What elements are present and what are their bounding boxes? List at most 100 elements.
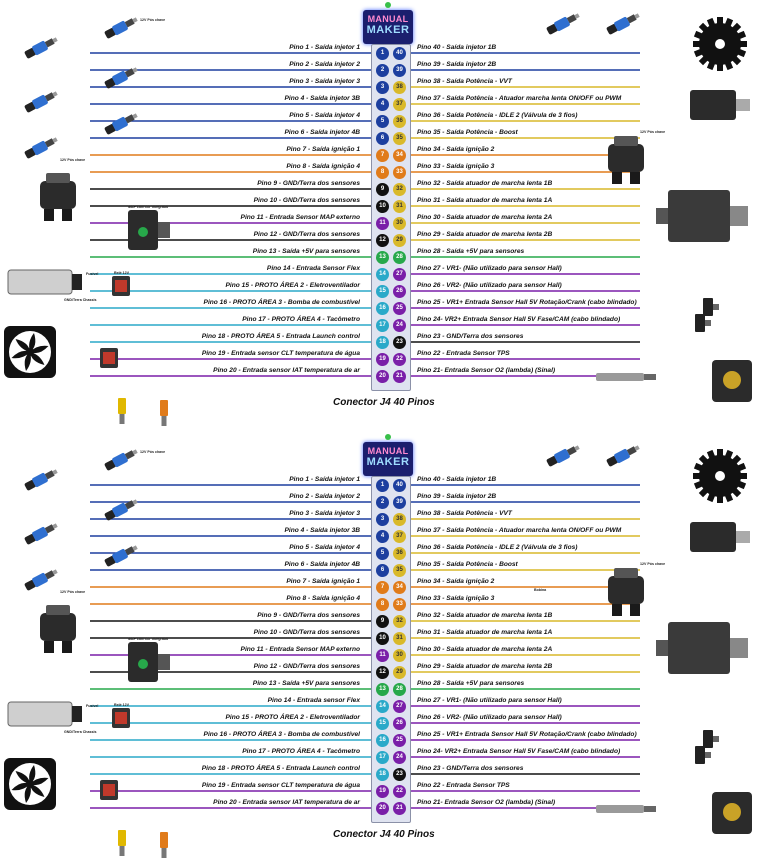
pin-label-12: Pino 12 - GND/Terra dos sensores bbox=[253, 231, 360, 238]
status-led-icon bbox=[385, 434, 391, 440]
note-injector: 12V Pós chave bbox=[140, 18, 166, 22]
connector-caption: Conector J4 40 Pinos bbox=[333, 397, 435, 408]
pin-10: 10 bbox=[376, 199, 389, 213]
pin-14: 14 bbox=[376, 267, 389, 281]
pin-9: 9 bbox=[376, 182, 389, 196]
fuel-injector-icon bbox=[546, 445, 580, 467]
pin-label-4: Pino 4 - Saída injetor 3B bbox=[284, 95, 360, 102]
pin-label-19: Pino 19 - Entrada sensor CLT temperatura… bbox=[201, 782, 360, 789]
pin-38: 38 bbox=[393, 80, 406, 94]
map-sensor-icon bbox=[128, 210, 170, 250]
pin-label-34: Pino 34 - Saída ignição 2 bbox=[417, 146, 495, 153]
pin-label-9: Pino 9 - GND/Terra dos sensores bbox=[257, 180, 360, 187]
pin-label-23: Pino 23 - GND/Terra dos sensores bbox=[417, 765, 524, 772]
pin-19: 19 bbox=[376, 352, 389, 366]
pin-3: 3 bbox=[376, 80, 389, 94]
tps-sensor-icon bbox=[712, 792, 752, 834]
pin-label-1: Pino 1 - Saída injetor 1 bbox=[289, 44, 360, 51]
pin-22: 22 bbox=[393, 784, 406, 798]
pin-label-29: Pino 29 - Saída atuador de marcha lenta … bbox=[417, 231, 553, 238]
note-pump-gnd: GND/Terra Chassis bbox=[64, 298, 97, 302]
pin-40: 40 bbox=[393, 46, 406, 60]
pin-label-21: Pino 21- Entrada Sensor O2 (lambda) (Sin… bbox=[417, 367, 556, 374]
pin-label-14: Pino 14 - Entrada Sensor Flex bbox=[266, 265, 360, 272]
pin-24: 24 bbox=[393, 318, 406, 332]
pin-18: 18 bbox=[376, 335, 389, 349]
pin-5: 5 bbox=[376, 114, 389, 128]
note-relay: Relé 12V bbox=[114, 703, 129, 707]
fuel-injector-icon bbox=[606, 13, 640, 35]
temperature-sensor-icon bbox=[160, 832, 168, 858]
pin-37: 37 bbox=[393, 97, 406, 111]
fuel-injector-icon bbox=[24, 137, 58, 159]
pin-16: 16 bbox=[376, 301, 389, 315]
pin-16: 16 bbox=[376, 733, 389, 747]
pin-label-37: Pino 37 - Saída Potência - Atuador march… bbox=[417, 527, 622, 534]
pin-24: 24 bbox=[393, 750, 406, 764]
pin-39: 39 bbox=[393, 495, 406, 509]
pin-label-17: Pino 17 - PROTO ÁREA 4 - Tacômetro bbox=[242, 316, 360, 323]
pin-label-32: Pino 32 - Saída atuador de marcha lenta … bbox=[417, 180, 553, 187]
relay-icon bbox=[100, 348, 118, 368]
pin-label-33: Pino 33 - Saída ignição 3 bbox=[417, 595, 495, 602]
connector-caption: Conector J4 40 Pinos bbox=[333, 829, 435, 840]
fuel-injector-icon bbox=[104, 499, 138, 521]
pin-label-11: Pino 11 - Entrada Sensor MAP externo bbox=[240, 646, 360, 653]
pin-label-18: Pino 18 - PROTO ÁREA 5 - Entrada Launch … bbox=[201, 765, 360, 772]
temperature-sensor-icon bbox=[118, 398, 126, 424]
pin-label-13: Pino 13 - Saída +5V para sensores bbox=[252, 248, 360, 255]
hall-sensor-icon bbox=[703, 730, 719, 748]
pin-29: 29 bbox=[393, 665, 406, 679]
pin-label-7: Pino 7 - Saída ignição 1 bbox=[286, 578, 360, 585]
note-pump-gnd: GND/Terra Chassis bbox=[64, 730, 97, 734]
pin-35: 35 bbox=[393, 563, 406, 577]
pin-40: 40 bbox=[393, 478, 406, 492]
note-fuse: Fusível bbox=[86, 272, 99, 276]
fuel-injector-icon bbox=[104, 17, 138, 39]
tps-sensor-icon bbox=[712, 360, 752, 402]
hall-sensor-icon bbox=[703, 298, 719, 316]
logo-line-2: MAKER bbox=[366, 24, 410, 36]
pin-23: 23 bbox=[393, 767, 406, 781]
pin-label-5: Pino 5 - Saída injetor 4 bbox=[289, 112, 360, 119]
pin-label-14: Pino 14 - Entrada sensor Flex bbox=[267, 697, 360, 704]
pin-33: 33 bbox=[393, 165, 406, 179]
pin-label-21: Pino 21- Entrada Sensor O2 (lambda) (Sin… bbox=[417, 799, 556, 806]
pin-label-15: Pino 15 - PROTO ÁREA 2 - Eletroventilado… bbox=[225, 714, 360, 721]
note-coil-right: 12V Pós chave bbox=[640, 130, 666, 134]
fuel-injector-icon bbox=[24, 469, 58, 491]
pin-label-18: Pino 18 - PROTO ÁREA 5 - Entrada Launch … bbox=[201, 333, 360, 340]
pin-label-36: Pino 36 - Saída Potência - IDLE 2 (Válvu… bbox=[417, 544, 578, 551]
pin-8: 8 bbox=[376, 597, 389, 611]
trigger-wheel-icon bbox=[693, 449, 747, 503]
pin-30: 30 bbox=[393, 648, 406, 662]
pin-label-4: Pino 4 - Saída injetor 3B bbox=[284, 527, 360, 534]
pin-label-24: Pino 24- VR2+ Entrada Sensor Hall 5V Fas… bbox=[417, 748, 621, 755]
pin-label-1: Pino 1 - Saída injetor 1 bbox=[289, 476, 360, 483]
pin-2: 2 bbox=[376, 63, 389, 77]
pin-6: 6 bbox=[376, 131, 389, 145]
pin-19: 19 bbox=[376, 784, 389, 798]
fuel-injector-icon bbox=[546, 13, 580, 35]
pin-28: 28 bbox=[393, 250, 406, 264]
pin-8: 8 bbox=[376, 165, 389, 179]
pin-36: 36 bbox=[393, 546, 406, 560]
trigger-wheel-icon bbox=[693, 17, 747, 71]
fuel-pump-icon bbox=[7, 269, 82, 295]
pin-34: 34 bbox=[393, 580, 406, 594]
logo-line-1: MANUAL bbox=[367, 14, 409, 24]
pin-label-7: Pino 7 - Saída ignição 1 bbox=[286, 146, 360, 153]
pin-label-40: Pino 40 - Saída injetor 1B bbox=[417, 44, 497, 51]
pin-label-8: Pino 8 - Saída ignição 4 bbox=[286, 595, 360, 602]
pin-label-32: Pino 32 - Saída atuador de marcha lenta … bbox=[417, 612, 553, 619]
wiring-lines bbox=[4, 13, 752, 426]
pin-label-24: Pino 24- VR2+ Entrada Sensor Hall 5V Fas… bbox=[417, 316, 621, 323]
pin-37: 37 bbox=[393, 529, 406, 543]
fuel-injector-icon bbox=[606, 445, 640, 467]
pin-26: 26 bbox=[393, 716, 406, 730]
pin-label-38: Pino 38 - Saída Potência - VVT bbox=[417, 510, 512, 517]
logo-line-1: MANUAL bbox=[367, 446, 409, 456]
